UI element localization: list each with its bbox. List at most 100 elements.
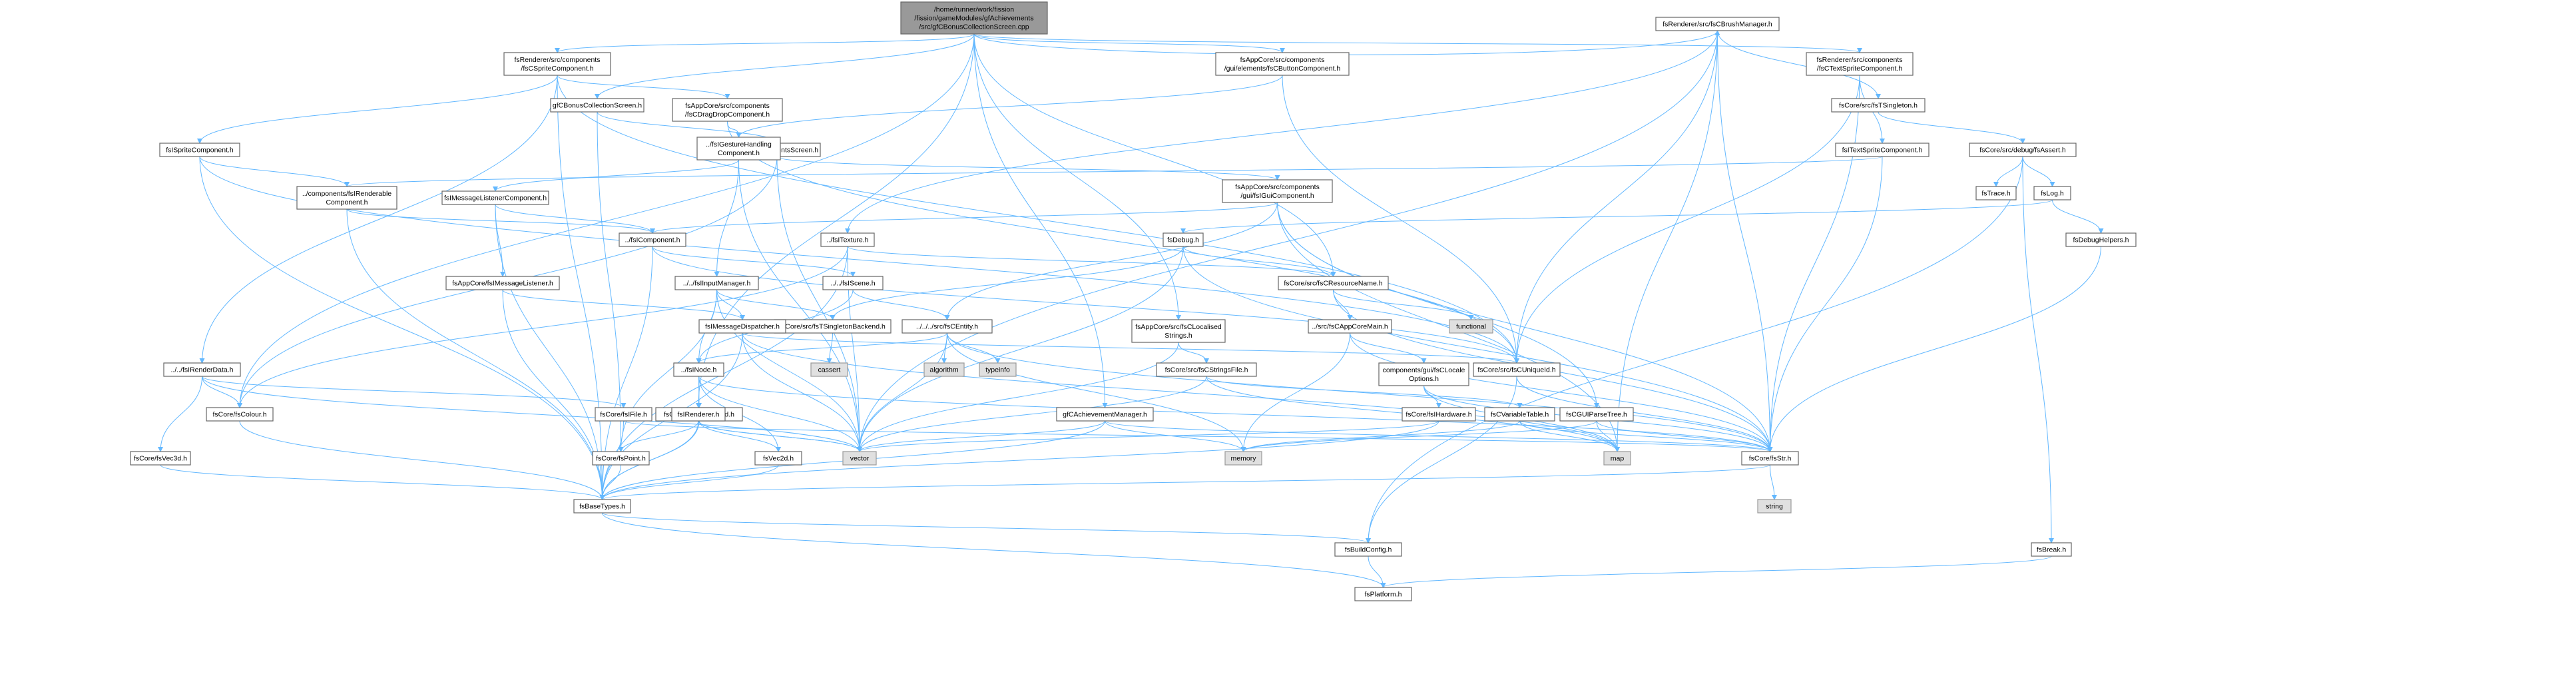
edge-itexture-to-colour [237,246,848,408]
file-node-appmsglistener[interactable]: fsAppCore/fsIMessageListener.h [445,276,560,290]
file-node-cstringsfile[interactable]: fsCore/src/fsCStringsFile.h [1156,362,1257,377]
file-node-platform[interactable]: fsPlatform.h [1354,587,1412,601]
file-node-buildconfig[interactable]: fsBuildConfig.h [1334,542,1402,557]
node-label-line: gfCBonusCollectionScreen.h [553,102,642,110]
file-node-cassert[interactable]: cassert [810,362,848,377]
edge-vec2d-to-basetypes [599,464,779,500]
edge-affine-to-vec2d [698,420,781,452]
file-node-parsetree[interactable]: fsCGUIParseTree.h [1559,407,1634,422]
edge-guicomp-to-icomponent [650,202,1278,234]
file-node-functional[interactable]: functional [1449,319,1493,334]
node-box [619,232,686,247]
edge-appcoremain-to-fsstr [1350,332,1773,452]
file-node-dragdrop[interactable]: fsAppCore/src/components/fsCDragDropComp… [672,98,783,122]
node-label-line: Component.h [326,198,368,206]
file-node-uniqueid[interactable]: fsCore/src/fsCUniqueId.h [1473,362,1561,377]
file-node-hardware[interactable]: fsCore/fsIHardware.h [1402,407,1476,422]
file-node-iscene[interactable]: ../../fsIScene.h [822,276,884,290]
node-box [1835,143,1930,157]
root-file-node[interactable]: /home/runner/work/fission/fission/gameMo… [900,1,1048,35]
file-node-msgdispatcher[interactable]: fsIMessageDispatcher.h [698,319,786,334]
file-node-log[interactable]: fsLog.h [2033,186,2071,200]
file-node-fsbreak[interactable]: fsBreak.h [2031,542,2072,557]
node-box [1308,319,1392,334]
file-node-algorithm[interactable]: algorithm [923,362,965,377]
edge-iscene-to-centity [852,289,950,320]
edge-debughelpers-to-fsstr [1767,246,2101,452]
edge-locale-to-hardware [1423,385,1441,408]
node-box [1484,407,1555,422]
edge-root-to-buttoncomp [973,33,1285,53]
edge-spritecomp_i-to-renderable [199,156,350,187]
node-box [698,319,786,334]
file-node-vec2d[interactable]: fsVec2d.h [754,451,802,466]
edge-root-to-spritecomp [555,33,975,53]
file-node-point[interactable]: fsCore/fsPoint.h [592,451,650,466]
file-node-resname[interactable]: fsCore/src/fsCResourceName.h [1278,276,1389,290]
file-node-vartable[interactable]: fsCVariableTable.h [1484,407,1555,422]
file-node-guicomp[interactable]: fsAppCore/src/components/gui/fsIGuiCompo… [1222,179,1333,203]
file-node-itexture[interactable]: ../fsITexture.h [820,232,875,247]
file-node-textsprite[interactable]: fsRenderer/src/components/fsCTextSpriteC… [1806,52,1914,76]
file-node-fsstr[interactable]: fsCore/fsStr.h [1741,451,1799,466]
file-node-msglistener[interactable]: fsIMessageListenerComponent.h [441,190,549,205]
node-box [130,451,191,466]
file-node-spritecomp[interactable]: fsRenderer/src/components/fsCSpriteCompo… [503,52,611,76]
file-node-colour[interactable]: fsCore/fsColour.h [206,407,274,422]
file-node-basetypes[interactable]: fsBaseTypes.h [573,499,631,514]
file-node-brushmgr[interactable]: fsRenderer/src/fsCBrushManager.h [1655,17,1780,31]
edge-basetypes-to-platform [602,512,1386,588]
file-node-vector[interactable]: vector [842,451,877,466]
node-box [163,362,241,377]
file-node-fsassert[interactable]: fsCore/src/debug/fsAssert.h [1969,143,2077,157]
edge-layer [158,30,2104,588]
edge-fsassert-to-trace [1993,156,2023,187]
file-node-string[interactable]: string [1757,499,1792,514]
node-box [1334,542,1402,557]
file-node-vec3d[interactable]: fsCore/fsVec3d.h [130,451,191,466]
file-node-tsingleton[interactable]: fsCore/src/fsTSingleton.h [1831,98,1926,113]
edge-guicomp-to-centity [944,202,1278,320]
file-node-debug[interactable]: fsDebug.h [1162,232,1204,247]
edge-tsingbackend-to-cassert [826,332,833,364]
file-node-tsingbackend[interactable]: fsCore/src/fsTSingletonBackend.h [774,319,892,334]
node-box [503,52,611,76]
node-box [671,407,726,422]
edge-log-to-debug [1180,199,2053,234]
edge-resname-to-functional [1333,289,1474,320]
edge-guicomp-to-fsstr [1277,202,1773,452]
file-node-buttoncomp[interactable]: fsAppCore/src/components/gui/elements/fs… [1215,52,1350,76]
file-node-debughelpers[interactable]: fsDebugHelpers.h [2065,232,2137,247]
file-node-memory[interactable]: memory [1224,451,1262,466]
node-box [754,451,802,466]
file-node-spritecomp_i[interactable]: fsISpriteComponent.h [159,143,240,157]
node-box [979,362,1017,377]
edge-msglistener-to-icomponent [495,204,655,234]
edge-centity-to-fsstr [947,332,1773,452]
file-node-map[interactable]: map [1603,451,1631,466]
file-node-inode[interactable]: ../fsINode.h [673,362,724,377]
file-node-icomponent[interactable]: ../fsIComponent.h [619,232,686,247]
file-node-ifile[interactable]: fsCore/fsIFile.h [595,407,652,422]
file-node-trace[interactable]: fsTrace.h [1975,186,2017,200]
edge-renderable-to-icomponent [346,208,655,234]
node-label-line: fsAppCore/src/fsCLocalised [1135,323,1222,331]
file-node-centity[interactable]: ../../../src/fsCEntity.h [902,319,993,334]
file-node-inputmgr[interactable]: ../../fsIInputManager.h [674,276,759,290]
file-node-irenderer[interactable]: fsIRenderer.h [671,407,726,422]
file-node-bonusscreen_h[interactable]: gfCBonusCollectionScreen.h [550,98,644,113]
node-label-line: fsTrace.h [1981,190,2011,198]
file-node-typeinfo[interactable]: typeinfo [979,362,1017,377]
file-node-achmgr[interactable]: gfCAchievementManager.h [1056,407,1154,422]
node-label-line: fsIMessageListenerComponent.h [444,194,547,202]
edge-root-to-colour [237,33,975,408]
file-node-textsprite_i[interactable]: fsITextSpriteComponent.h [1835,143,1930,157]
file-node-appcoremain[interactable]: ../src/fsCAppCoreMain.h [1308,319,1392,334]
node-box [445,276,560,290]
file-node-renderdata[interactable]: ../../fsIRenderData.h [163,362,241,377]
